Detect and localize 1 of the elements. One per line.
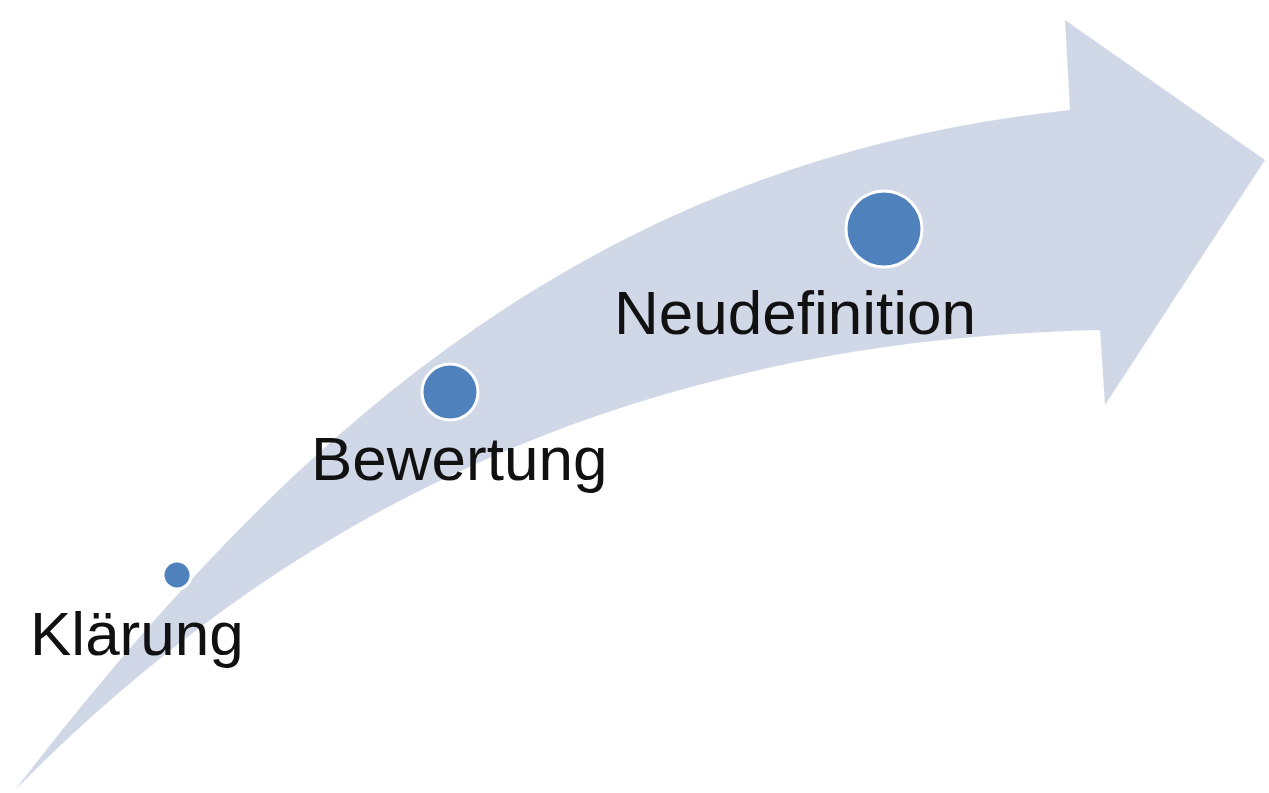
step-label: Neudefinition xyxy=(614,282,976,344)
